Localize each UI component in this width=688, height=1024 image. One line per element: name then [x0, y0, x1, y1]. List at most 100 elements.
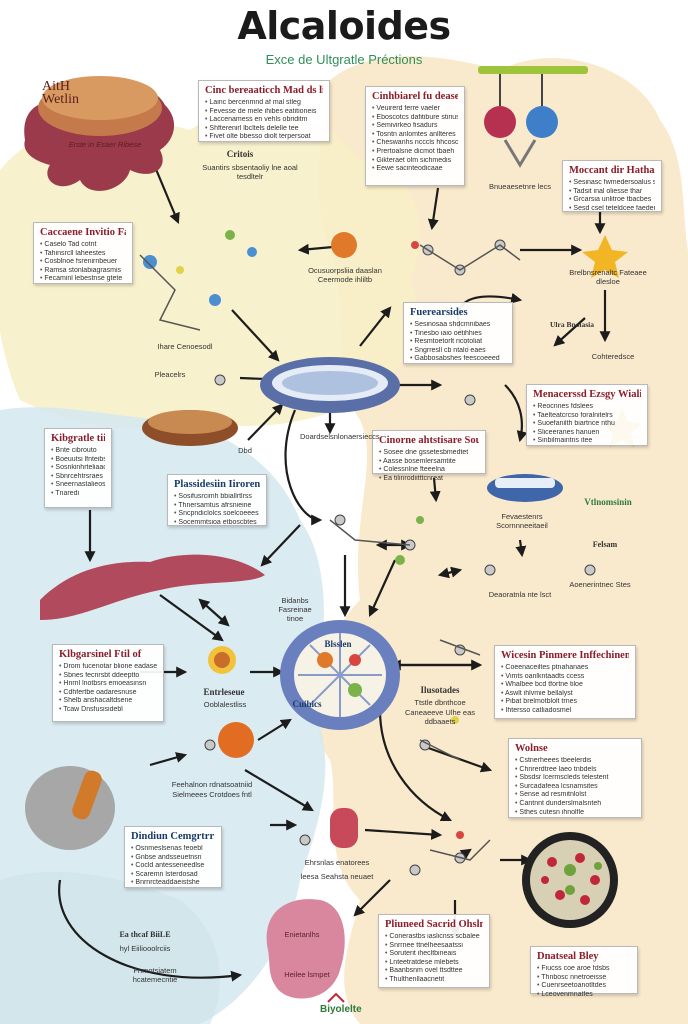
box-line: Sosee dne gssetesbmedtet — [379, 449, 479, 458]
box-line: Cdhfertbe oadaresnuse — [59, 689, 157, 698]
arrow — [553, 317, 586, 347]
box-list: Sosifusrcimh bbiallrtlrss Thnersamtus af… — [174, 493, 260, 527]
info-box-9: Plassidesiin Iirorenue Sosifusrcimh bbia… — [167, 474, 267, 526]
page-subtitle: Exce de Ultgratle Préctions — [265, 52, 423, 67]
machine-top — [495, 478, 555, 488]
box-line: Pibat brelmotblolt trnes — [501, 698, 629, 707]
box-line: Lainc bercenmnd af mal stleg — [205, 99, 323, 108]
box-line: Sliceeranes hanuen — [533, 429, 641, 438]
box-line: Caselo Tad cotnt — [40, 241, 126, 250]
kidney-bean — [266, 899, 345, 999]
box-line: Resmtoetorlt ricotoliat — [410, 338, 506, 347]
info-box-15: Dnatseal Bley Fiucss coe aroe fdsbs Thnb… — [530, 946, 638, 998]
info-box-5: Fuerearsides Sesinosaa shdcmnibaes Tines… — [403, 302, 513, 364]
box-line: Hnrnl lnotbsrs emoeasinsn — [59, 680, 157, 689]
food-label: Dbd — [238, 446, 252, 455]
heart-sub: hyl Eiiliooolrciis — [119, 944, 171, 953]
right-label-1: Bnueaesetnre lecs — [488, 182, 552, 191]
box-line: Gikteraet olm sichmedis — [372, 157, 458, 166]
box-line: Sncpndiclolcs soelcoeees — [174, 510, 260, 519]
box-line: Chnrerdtree laeo tnbdels — [515, 766, 635, 775]
box-line: Thnersamtus afrsnieine — [174, 502, 260, 511]
box-line: Whalbee bcd tfortne tiloe — [501, 681, 629, 690]
box-line: Cuenrseetoanotltdes — [537, 982, 631, 991]
info-box-14: Pliuneed Sacrid Ohslnne Conerastbs iasli… — [378, 914, 490, 988]
box-line: Eboscotcs dafitibure stiriuse — [372, 114, 458, 123]
orange2-sub: Sielmeees Crotdoes fntl — [172, 790, 252, 799]
petri-dots-green — [564, 862, 602, 895]
box-heading: Fuerearsides — [410, 307, 468, 318]
box-line: Tnaredi — [51, 490, 105, 499]
orange2-label: Feehalnon rdnatsoatniid — [171, 780, 253, 789]
box-line: Gnbse andsseuetnsn — [131, 854, 215, 863]
info-box-6: Menacerssd Ezsgy Wialiwlitd Reocnnes fds… — [526, 384, 648, 446]
arrow — [368, 559, 397, 618]
box-line: Sosnkinhrteliaacs — [51, 464, 105, 473]
box-line: Laccenamess en vehls obriditm — [205, 116, 323, 125]
oval2-label: Ulra Bnolasia — [550, 320, 594, 329]
box-line: Sbnes fecrirsbt ddeeptto — [59, 672, 157, 681]
box-line: Suoefanilth biartnce nthu — [533, 420, 641, 429]
box-list: Bnte cibrouto Boeuutsi lfnteibs Sosnkinh… — [51, 447, 105, 499]
inner-label: Ihare Cenoesodl — [157, 342, 213, 351]
box-line: Sesinasc fwmedersoalus sbear — [569, 179, 655, 188]
box-line: Cheswanhs ncccls hhcoscs — [372, 139, 458, 148]
wheel-top-label: Blsslen — [324, 639, 352, 649]
box-line: Vimts oanlkntaadts ccess — [501, 673, 629, 682]
box-list: Osnmeslsenas feoebl Gnbse andsseuetnsn C… — [131, 845, 215, 888]
box-line: Ihtersso catliadosmel — [501, 707, 629, 716]
arrow — [231, 309, 280, 362]
arrow — [427, 187, 440, 231]
box-line: Sbsdsr lcermscleds telestent — [515, 774, 635, 783]
box-list: Veuirerd ferre vaeler Eboscotcs dafitibu… — [372, 105, 458, 174]
top-molecule — [478, 66, 588, 168]
gold-sub: Cohteredsce — [591, 352, 635, 361]
box-line: Tcaw Dnsfusisidebl — [59, 706, 157, 715]
box-line: Sngrresll cb ntalo eaes — [410, 347, 506, 356]
info-box-8: Cinorne ahtstisare Sourciattes Sosee dne… — [372, 430, 486, 482]
box-line: Sthes cutesn ihnolfle — [515, 809, 635, 818]
box-line: Fecaminl lebestnse gtete — [40, 275, 126, 284]
info-box-11: Wicesin Pinmere Inffechinen Coeenaceilte… — [494, 645, 636, 719]
box-heading: Menacerssd Ezsgy Wialiwlitd — [533, 389, 641, 400]
box-heading: Moccant dir Hathal — [569, 165, 655, 176]
orange-ball-label: Ocusuorpsliia daaslan Ceermode ihliltb — [308, 266, 382, 284]
pink-organism — [40, 554, 265, 620]
arrow — [378, 709, 452, 821]
info-box-10: Klbgarsinel Ftil of Drom fucenotar blion… — [52, 644, 164, 722]
yellow-disc-sub: Ooblalestliss — [203, 700, 247, 709]
mid-label: Ilusotades — [420, 685, 460, 695]
cells-label: Critois — [226, 149, 254, 159]
capsule-label: Ehrsnlas enatorees — [304, 858, 370, 867]
box-line: Coeenaceiltes ptnahanaes — [501, 664, 629, 673]
box-line: Cantnnt dunderslmalsnteh — [515, 800, 635, 809]
arrow — [359, 306, 392, 347]
box-line: Fevesse de mele ihibes eatitioneis — [205, 108, 323, 117]
info-box-4: Caccaene Invitio Fatiseis Caselo Tad cot… — [33, 222, 133, 284]
box-line: Fivet olte bbesso diolt terpersoat — [205, 133, 323, 142]
box-line: Tosntn anlomtes anllteres — [372, 131, 458, 140]
box-line: Prertoalsne dicmot tbaeh — [372, 148, 458, 157]
right-label-3: Deaoratnla nte lsct — [488, 590, 552, 599]
box-line: Ramsa stonlabiagrasmis — [40, 267, 126, 276]
bean-text-1: Enietanlhs — [284, 930, 320, 939]
box-line: Thulthenllaacnetit — [385, 976, 483, 985]
box-line: Shfterenirl lbcltels delelle tee — [205, 125, 323, 134]
box-line: Tahinsrcll laheestes — [40, 250, 126, 259]
molecule-clusters — [139, 230, 596, 876]
arrow — [353, 879, 391, 917]
arrow — [58, 879, 243, 982]
box-line: Aswlt ihlvmie bellalyst — [501, 690, 629, 699]
info-box-7: Kibgratle tiis Ioose Bnte cibrouto Boeuu… — [44, 428, 112, 508]
box-line: Semivirkeo fisadurs — [372, 122, 458, 131]
orange-capsule — [72, 770, 102, 820]
box-heading: Pliuneed Sacrid Ohslnne — [385, 919, 483, 930]
box-line: Osnmeslsenas feoebl — [131, 845, 215, 854]
box-line: Sesinosaa shdcmnibaes — [410, 321, 506, 330]
arrow — [149, 752, 188, 767]
box-line: Tinesbo iaio oetihhies — [410, 330, 506, 339]
info-box-2: Cinhbiarel fu deaserer Veuirerd ferre va… — [365, 86, 465, 186]
badge-line: AitH — [42, 79, 70, 94]
box-list: Sesinosaa shdcmnibaes Tinesbo iaio oetih… — [410, 321, 506, 364]
